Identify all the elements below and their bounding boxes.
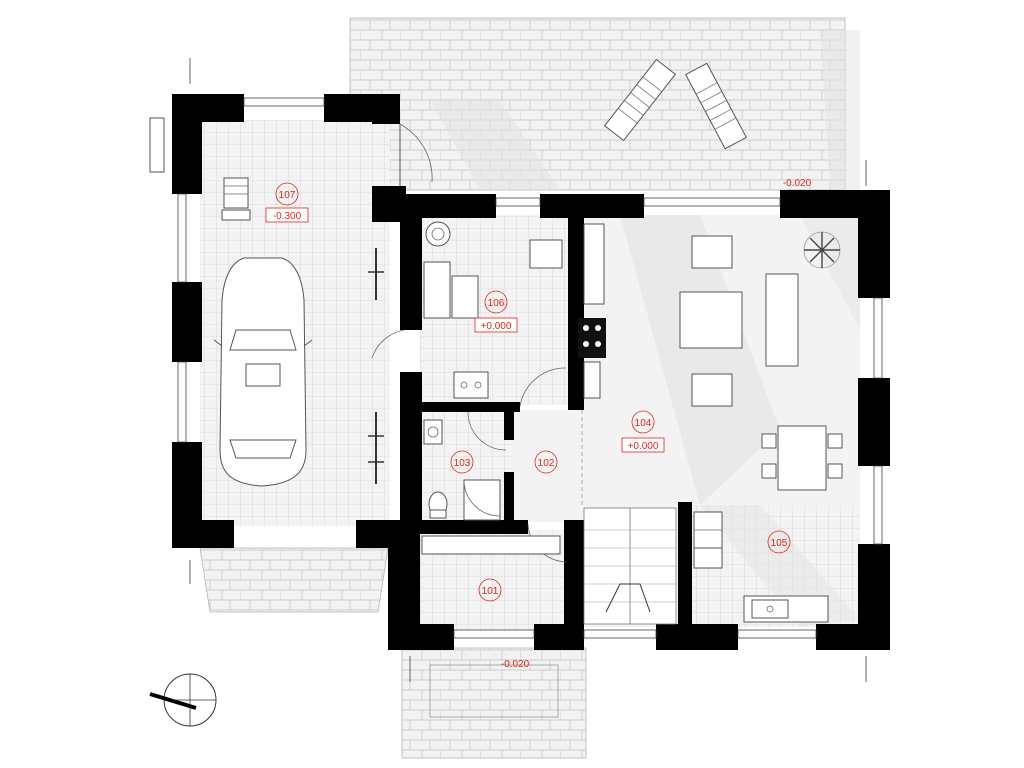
bicycle-icon: [368, 248, 384, 484]
svg-text:107: 107: [279, 190, 296, 201]
room-106-label: 106 +0.000: [474, 290, 518, 333]
room-101-contents: [421, 535, 561, 555]
sun-lounger-left: [603, 58, 677, 142]
room-102-floor: [512, 410, 582, 522]
room-105-label: 105: [767, 530, 791, 554]
staircase: [583, 507, 677, 625]
room-106-contents: [423, 221, 563, 399]
room-104-label: 104 +0.000: [621, 410, 665, 453]
terrace-level-label: -0.020: [783, 178, 812, 189]
room-labels: 107 -0.300 106 +0.000 104 +0.000 103 102…: [265, 182, 791, 602]
coffee-table: [679, 291, 743, 349]
svg-text:+0.000: +0.000: [628, 441, 659, 452]
sofa: [765, 273, 799, 367]
room-101-label: 101: [478, 578, 502, 602]
svg-text:106: 106: [488, 298, 505, 309]
dining-table: [777, 425, 827, 491]
armchair: [691, 235, 733, 269]
windows: [177, 97, 883, 639]
north-arrow-icon: [149, 673, 217, 727]
svg-text:-0.300: -0.300: [273, 211, 302, 222]
room-102-label: 102: [534, 450, 558, 474]
room-103-contents: [423, 419, 501, 521]
plant-icon: [803, 231, 841, 269]
entrance-level-label: -0.020: [501, 659, 530, 670]
svg-text:102: 102: [538, 458, 555, 469]
car-icon: [213, 257, 313, 487]
svg-text:+0.000: +0.000: [481, 321, 512, 332]
room-104-contents: [578, 223, 843, 491]
lawn-mower-icon: [221, 177, 251, 221]
outside-markers: [189, 58, 867, 682]
walls: [172, 94, 890, 650]
room-103-label: 103: [450, 450, 474, 474]
terrace: -0.020: [349, 17, 860, 191]
room-105-contents: [693, 511, 829, 623]
svg-text:104: 104: [635, 418, 652, 429]
svg-text:103: 103: [454, 458, 471, 469]
garage-apron: [199, 547, 389, 613]
svg-text:101: 101: [482, 586, 499, 597]
garage-shelf: [149, 117, 165, 173]
sun-lounger-right: [685, 62, 747, 150]
entrance-porch: -0.020: [401, 647, 587, 759]
svg-text:105: 105: [771, 538, 788, 549]
garage-contents: [149, 117, 384, 487]
room-107-label: 107 -0.300: [265, 182, 309, 223]
